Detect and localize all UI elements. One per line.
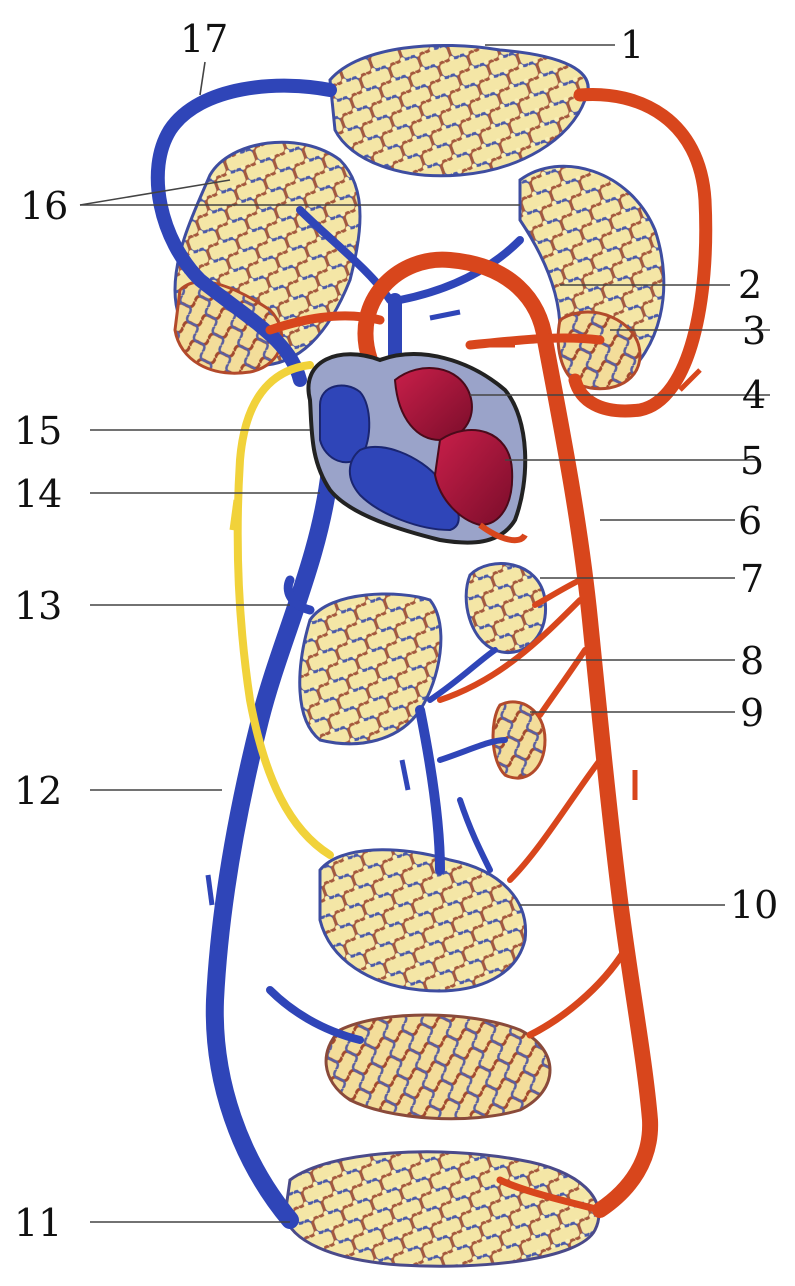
label-6: 6: [738, 499, 762, 543]
lower-body-capillary-bed: [285, 1152, 599, 1266]
arrow-ivc-up: [208, 875, 212, 905]
label-12: 12: [14, 769, 62, 813]
label-15: 15: [14, 409, 62, 453]
arrow-portal-up: [402, 760, 408, 790]
label-1: 1: [620, 23, 644, 67]
label-10: 10: [730, 883, 778, 927]
intestine-capillary-bed: [320, 850, 526, 991]
label-14: 14: [14, 472, 62, 516]
label-13: 13: [14, 584, 62, 628]
label-7: 7: [740, 557, 764, 601]
head-capillary-bed: [330, 45, 588, 175]
label-2: 2: [738, 263, 762, 307]
label-5: 5: [740, 439, 764, 483]
label-8: 8: [740, 639, 764, 683]
renal-artery: [530, 950, 625, 1035]
label-3: 3: [742, 309, 766, 353]
stomach-capillary-bed: [466, 564, 545, 653]
label-11: 11: [14, 1201, 62, 1245]
kidney-vein: [270, 990, 360, 1040]
hepatic-portal-vein: [420, 710, 440, 870]
heart: [308, 354, 525, 542]
label-17: 17: [180, 17, 228, 61]
label-4: 4: [742, 373, 766, 417]
leader-17: [200, 62, 205, 95]
arrow-pulmonary: [430, 312, 460, 318]
label-9: 9: [740, 691, 764, 735]
label-16: 16: [20, 184, 68, 228]
kidney-capillary-bed: [326, 1015, 550, 1119]
portal-tributary-lower: [460, 800, 490, 870]
